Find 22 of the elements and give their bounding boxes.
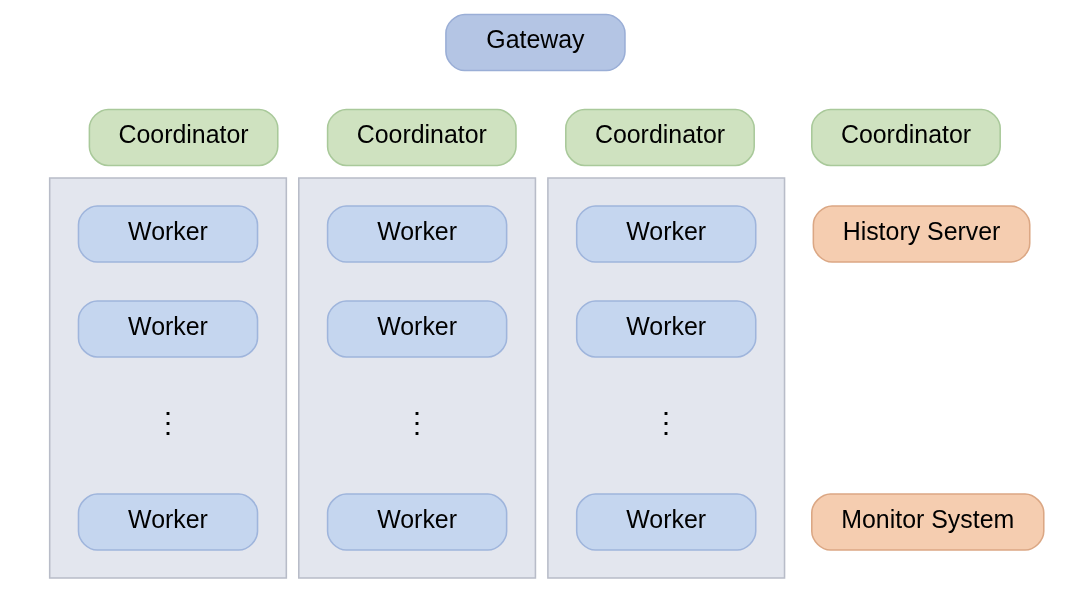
node-box: Worker [326,493,507,551]
node-box: Worker [77,493,258,551]
cluster [48,177,287,579]
label: ⋮ [153,407,182,439]
node-box: Worker [77,300,258,358]
node-box: History Server [812,205,1031,263]
node-box: Monitor System [810,493,1045,551]
cluster [297,177,536,579]
node-box: Coordinator [326,108,517,167]
node-box: Worker [326,300,507,358]
label: ⋮ [651,407,680,439]
node-box: Worker [575,205,756,263]
label: ⋮ [402,407,431,439]
node-box: Coordinator [88,108,279,167]
node-box: Worker [575,493,756,551]
node-box: Coordinator [810,108,1001,167]
node-box: Worker [77,205,258,263]
node-box: Worker [326,205,507,263]
node-box: Gateway [444,13,626,72]
node-box: Coordinator [564,108,755,167]
node-box: Worker [575,300,756,358]
cluster [546,177,785,579]
